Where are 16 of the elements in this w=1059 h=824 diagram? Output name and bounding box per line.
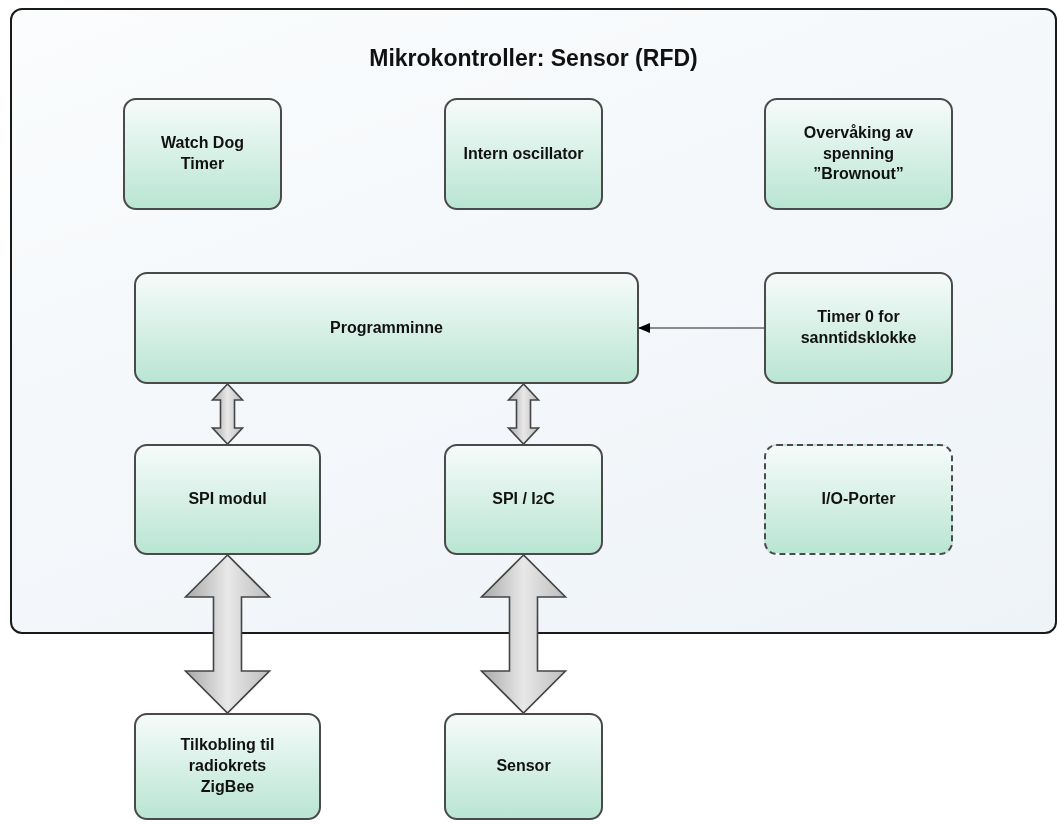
double-block-arrow <box>479 553 568 715</box>
arrow <box>638 323 765 333</box>
double-block-arrow <box>183 553 272 715</box>
process-box: Sensor <box>444 713 603 820</box>
process-box: Timer 0 for sanntidsklokke <box>764 272 953 384</box>
process-box: SPI modul <box>134 444 321 555</box>
process-box: Intern oscillator <box>444 98 603 210</box>
double-block-arrow <box>506 382 541 446</box>
microcontroller-panel <box>10 8 1057 634</box>
process-box: Tilkobling til radiokrets ZigBee <box>134 713 321 820</box>
process-box: Watch Dog Timer <box>123 98 282 210</box>
process-box: Overvåking av spenning ”Brownout” <box>764 98 953 210</box>
double-block-arrow <box>210 382 245 446</box>
panel-title: Mikrokontroller: Sensor (RFD) <box>369 44 698 73</box>
process-box: I/O-Porter <box>764 444 953 555</box>
process-box: Programminne <box>134 272 639 384</box>
